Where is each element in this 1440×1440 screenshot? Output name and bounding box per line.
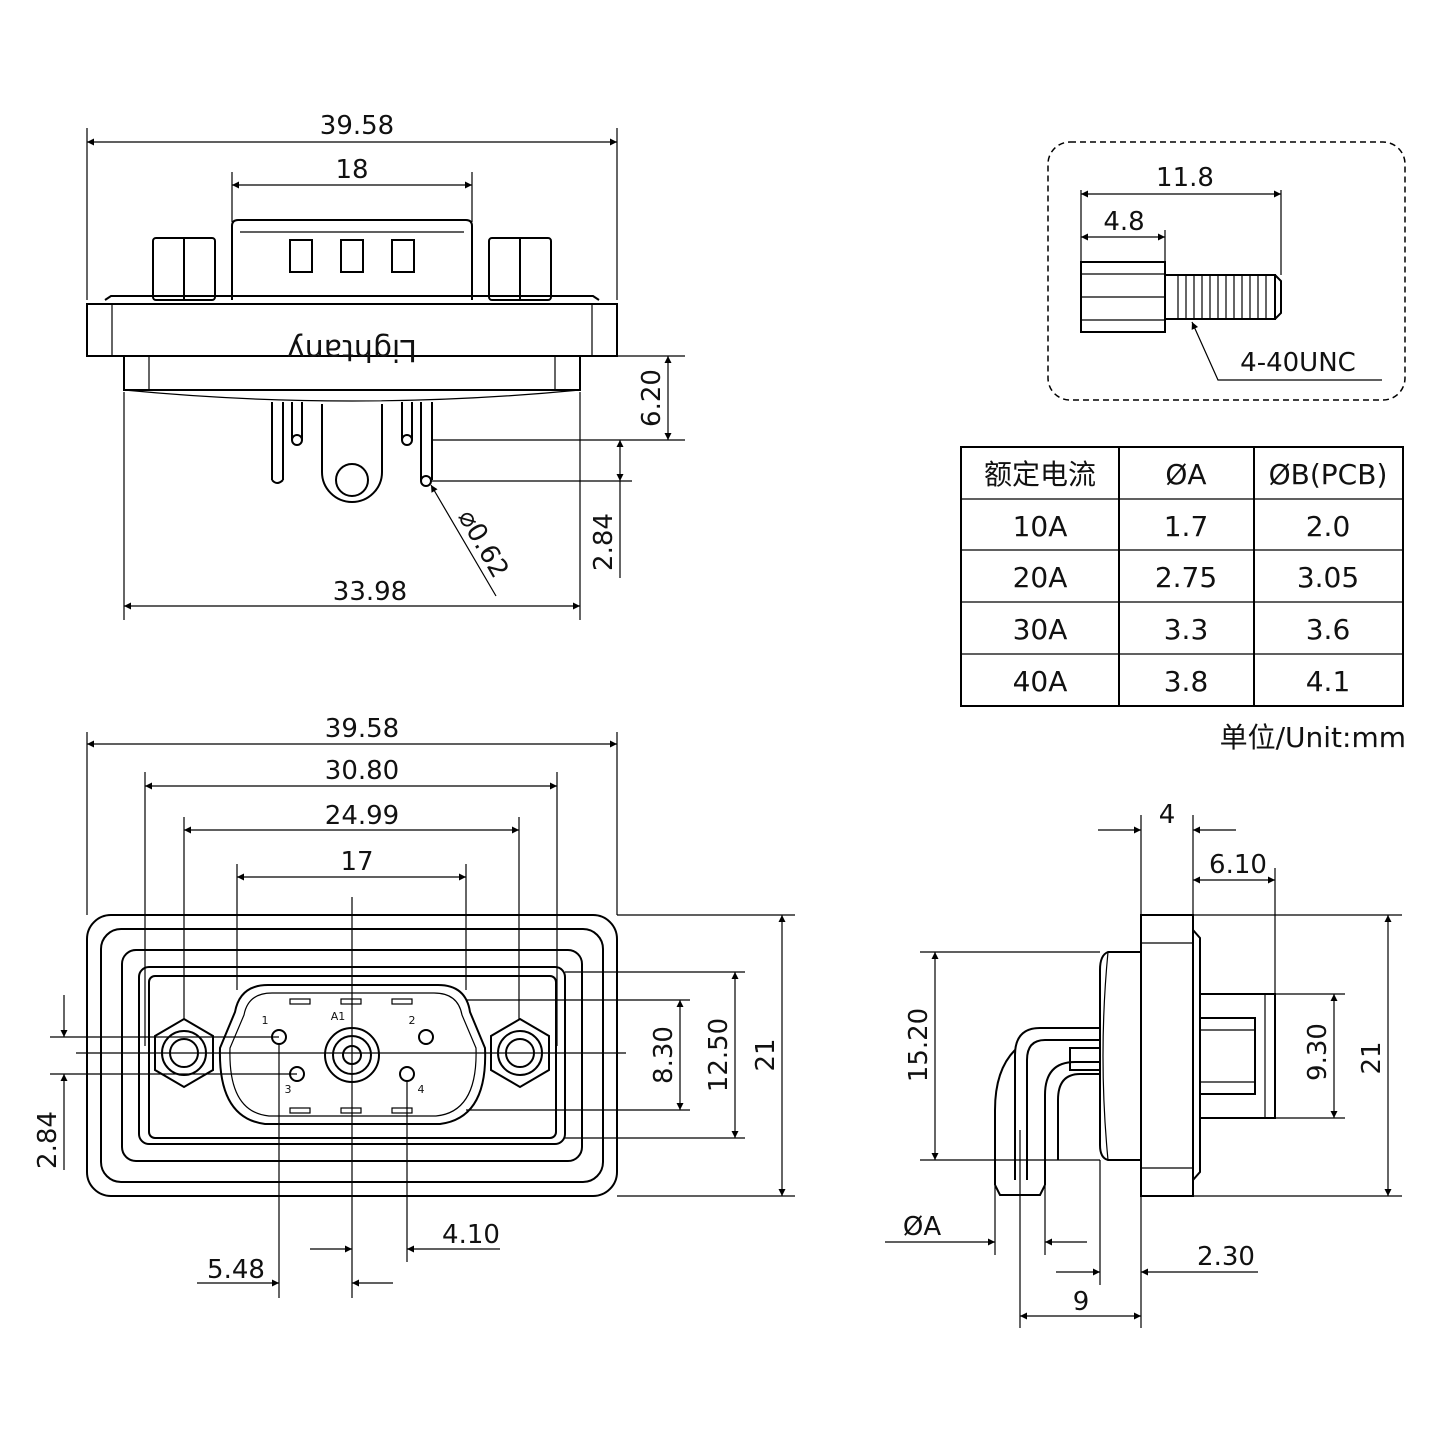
- front-dim-overall: 39.58: [325, 714, 399, 744]
- top-dim-pin-dia: ⌀0.62: [452, 505, 515, 584]
- front-dim-mount: 30.80: [325, 756, 399, 786]
- table-header-phi-a: ØA: [1165, 458, 1206, 491]
- table-cell: 30A: [1013, 613, 1068, 646]
- table-cell: 1.7: [1164, 510, 1209, 543]
- table-cell: 10A: [1013, 510, 1068, 543]
- side-dim-15-20: 15.20: [904, 1008, 934, 1082]
- side-dim-21: 21: [1357, 1041, 1387, 1074]
- table-cell: 20A: [1013, 561, 1068, 594]
- front-dim-4-10: 4.10: [442, 1220, 500, 1250]
- table-cell: 2.75: [1155, 561, 1217, 594]
- screw-dim-length: 11.8: [1156, 163, 1214, 193]
- table-header-phi-b: ØB(PCB): [1269, 458, 1388, 491]
- table-cell: 3.05: [1297, 561, 1359, 594]
- pin-label: 1: [262, 1014, 269, 1027]
- brand-logo: Lightany: [287, 332, 417, 367]
- table-cell: 2.0: [1306, 510, 1351, 543]
- front-dim-5-48: 5.48: [207, 1255, 265, 1285]
- top-dim-6-20: 6.20: [637, 369, 667, 427]
- table-cell: 3.6: [1306, 613, 1351, 646]
- screw-detail: 11.8 4.8 4-40UNC: [1047, 141, 1406, 401]
- table-cell: 4.1: [1306, 665, 1351, 698]
- top-dim-body-width: 33.98: [333, 577, 407, 607]
- front-dim-shell: 24.99: [325, 801, 399, 831]
- side-view: 4 6.10 15.20: [885, 800, 1402, 1328]
- front-dim-2-84: 2.84: [33, 1111, 63, 1169]
- front-dim-inner: 17: [340, 847, 373, 877]
- table-header-current: 额定电流: [984, 458, 1096, 491]
- top-dim-overall: 39.58: [320, 111, 394, 141]
- table-cell: 40A: [1013, 665, 1068, 698]
- pin-label: 2: [409, 1014, 416, 1027]
- side-dim-4: 4: [1159, 800, 1176, 830]
- top-dim-2-84: 2.84: [589, 513, 619, 571]
- top-dim-center: 18: [335, 155, 368, 185]
- screw-thread: 4-40UNC: [1240, 348, 1356, 378]
- front-dim-12-50: 12.50: [704, 1018, 734, 1092]
- pin-label: 4: [418, 1083, 425, 1096]
- top-view: 39.58 18 Lightany: [86, 111, 685, 620]
- side-dim-6-10: 6.10: [1209, 850, 1267, 880]
- front-view: 39.58 30.80 24.99 17 1 A1: [33, 714, 795, 1298]
- screw-dim-head: 4.8: [1103, 207, 1144, 237]
- side-dim-phi-a: ØA: [903, 1212, 941, 1242]
- spec-table: 额定电流 ØA ØB(PCB) 10A 1.7 2.0 20A 2.75 3.0…: [960, 446, 1406, 754]
- unit-label: 单位/Unit:mm: [1220, 721, 1406, 754]
- pin-label: 3: [285, 1083, 292, 1096]
- pin-label: A1: [331, 1010, 346, 1023]
- front-dim-21: 21: [751, 1038, 781, 1071]
- front-dim-8-30: 8.30: [649, 1026, 679, 1084]
- table-cell: 3.3: [1164, 613, 1209, 646]
- table-cell: 3.8: [1164, 665, 1209, 698]
- side-dim-9: 9: [1073, 1287, 1090, 1317]
- side-dim-9-30: 9.30: [1303, 1023, 1333, 1081]
- side-dim-2-30: 2.30: [1197, 1242, 1255, 1272]
